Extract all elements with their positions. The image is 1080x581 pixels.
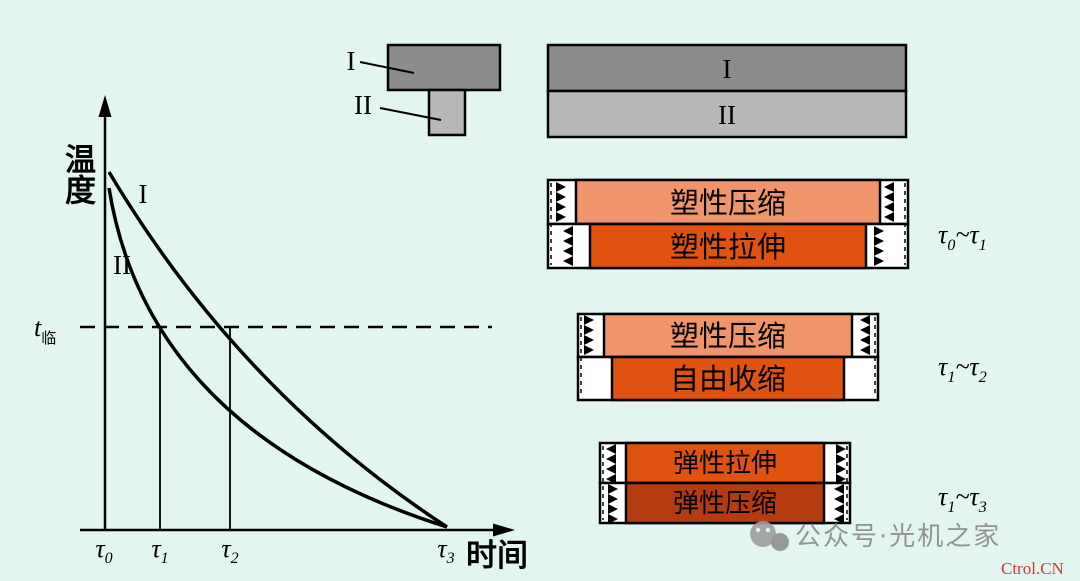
x-axis-arrow-icon xyxy=(493,523,515,537)
curve-2-label: II xyxy=(113,250,131,280)
stage2-bottom-text: 自由收缩 xyxy=(670,362,786,396)
tick-tau0: τ0 xyxy=(95,534,112,567)
stage3-top-bar xyxy=(624,441,826,485)
bar-1-label: I xyxy=(723,54,732,84)
y-axis-label: 温度 xyxy=(59,143,96,206)
stage1-top-text: 塑性压缩 xyxy=(670,186,786,220)
critical-temp-label: t临 xyxy=(34,313,56,347)
cooling-curve-2 xyxy=(107,187,448,529)
stage1-bottom-text: 塑性拉伸 xyxy=(670,230,786,264)
t-cross-section: I II xyxy=(347,43,502,137)
x-axis-label: 时间 xyxy=(466,538,528,574)
stage1-range-label: τ0~τ1 xyxy=(938,220,987,254)
stem-label: II xyxy=(354,90,372,120)
stage-1: 塑性压缩 塑性拉伸 τ0~τ1 xyxy=(546,178,987,270)
stage1-top-bar xyxy=(574,178,882,226)
cooling-curve-1 xyxy=(107,171,448,529)
stage3-bottom-bar xyxy=(624,481,826,525)
curve-1-label: I xyxy=(139,179,148,209)
stage-3: 弹性拉伸 弹性压缩 τ1~τ3 xyxy=(598,441,987,525)
stage1-bottom-bar xyxy=(588,222,868,270)
stage3-bottom-text: 弹性压缩 xyxy=(673,489,777,519)
stem-rect xyxy=(427,88,467,137)
tick-tau2: τ2 xyxy=(221,534,238,567)
tick-tau3: τ3 xyxy=(437,534,454,567)
flange-rect xyxy=(386,43,502,92)
bar-2-rect xyxy=(546,89,908,139)
separated-bars: I II xyxy=(546,43,908,139)
stem-leader-line xyxy=(379,107,442,121)
flange-label: I xyxy=(347,46,356,76)
wechat-icon xyxy=(750,521,789,551)
stage2-range-label: τ1~τ2 xyxy=(938,352,987,386)
stage3-range-label: τ1~τ3 xyxy=(938,482,987,516)
watermark-brand-text: Ctrol.CN xyxy=(1001,559,1064,578)
temperature-time-graph: 温度 时间 I II t临 τ0 τ1 τ2 τ3 xyxy=(34,95,528,574)
bar-2-label: II xyxy=(718,100,736,130)
bar-1-rect xyxy=(546,43,908,93)
y-axis-arrow-icon xyxy=(98,95,112,117)
stage2-bottom-bar xyxy=(610,355,846,402)
stage3-top-text: 弹性拉伸 xyxy=(673,449,777,479)
tick-tau1: τ1 xyxy=(151,534,168,567)
watermark: 公众号·光机之家 Ctrol.CN xyxy=(750,521,1064,578)
stage2-top-bar xyxy=(602,312,854,359)
flange-leader-line xyxy=(359,61,415,74)
stage2-top-text: 塑性压缩 xyxy=(670,319,786,353)
stage-2: 塑性压缩 自由收缩 τ1~τ2 xyxy=(576,312,987,402)
watermark-account-text: 公众号·光机之家 xyxy=(795,522,1001,552)
